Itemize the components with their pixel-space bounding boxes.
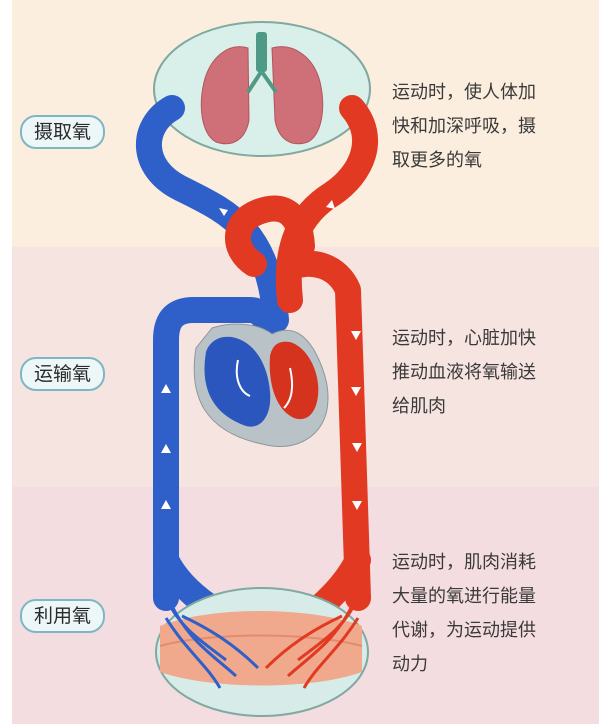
description-line: 动力 xyxy=(392,648,592,682)
description-line: 运动时，肌肉消耗 xyxy=(392,546,592,580)
description-line: 运动时，使人体加 xyxy=(392,76,592,110)
stage-description-intake: 运动时，使人体加 快和加深呼吸，摄 取更多的氧 xyxy=(392,76,592,178)
muscle-icon xyxy=(156,588,368,716)
lungs-icon xyxy=(154,22,370,156)
stage-label-intake: 摄取氧 xyxy=(20,115,105,149)
stage-label-transport: 运输氧 xyxy=(20,357,105,391)
description-line: 推动血液将氧输送 xyxy=(392,356,592,390)
description-line: 取更多的氧 xyxy=(392,144,592,178)
heart-icon xyxy=(194,324,328,446)
description-line: 给肌肉 xyxy=(392,390,592,424)
description-line: 运动时，心脏加快 xyxy=(392,322,592,356)
description-line: 快和加深呼吸，摄 xyxy=(392,110,592,144)
stage-description-use: 运动时，肌肉消耗 大量的氧进行能量 代谢，为运动提供 动力 xyxy=(392,546,592,682)
stage-description-transport: 运动时，心脏加快 推动血液将氧输送 给肌肉 xyxy=(392,322,592,424)
description-line: 代谢，为运动提供 xyxy=(392,614,592,648)
description-line: 大量的氧进行能量 xyxy=(392,580,592,614)
stage-label-use: 利用氧 xyxy=(20,599,105,633)
